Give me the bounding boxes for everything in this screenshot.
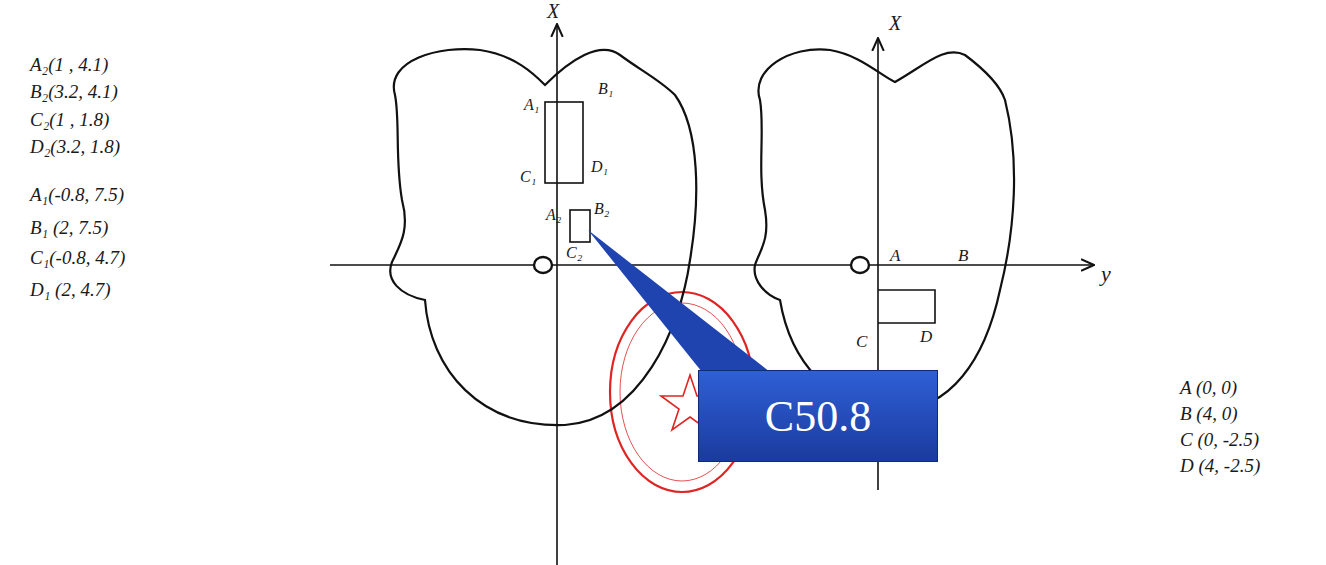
coordinate-note: B₁ (2, 7.5) <box>30 218 108 239</box>
coordinate-note: D₁ (2, 4.7) <box>30 280 110 301</box>
rectangle-abcd <box>878 290 935 323</box>
point-label: A₁ <box>524 96 539 114</box>
point-label: A <box>890 247 900 266</box>
coordinate-note: B₂(3.2, 4.1) <box>30 82 118 103</box>
rectangle-a2b2c2d2 <box>570 210 590 242</box>
point-label: C₁ <box>520 168 536 186</box>
point-label: A₂ <box>546 206 561 224</box>
axis-label: X <box>547 0 559 22</box>
coordinate-note: A₂(1 , 4.1) <box>30 55 108 76</box>
coordinate-note: A (0, 0) <box>1180 378 1237 399</box>
coordinate-note: C (0, -2.5) <box>1180 430 1259 451</box>
point-label: D <box>920 328 932 347</box>
callout-box: C50.8 <box>698 370 938 462</box>
left-part-outline <box>390 49 696 425</box>
right-part-outline <box>755 49 1014 410</box>
coordinate-note: A₁(-0.8, 7.5) <box>30 185 124 206</box>
rectangle-a1b1c1d1 <box>545 102 583 183</box>
point-label: C₂ <box>566 244 582 262</box>
coordinate-note: D₂(3.2, 1.8) <box>30 137 120 158</box>
coordinate-note: D (4, -2.5) <box>1180 456 1260 477</box>
point-label: B₂ <box>594 200 609 218</box>
y-axis <box>330 264 1094 266</box>
x-axis-left <box>556 24 558 565</box>
point-label: D₁ <box>591 158 608 176</box>
point-label: B <box>958 247 968 266</box>
coordinate-note: B (4, 0) <box>1180 404 1238 425</box>
point-label: B₁ <box>598 80 613 98</box>
axis-label: X <box>889 12 901 34</box>
coordinate-note: C₂(1 , 1.8) <box>30 110 109 131</box>
hole-circle <box>534 257 552 273</box>
callout-number: C50.8 <box>765 391 871 442</box>
callout-pointer <box>588 230 770 372</box>
axis-label: y <box>1101 262 1111 286</box>
point-label: C <box>856 333 867 352</box>
coordinate-note: C₁(-0.8, 4.7) <box>30 248 125 269</box>
hole-circle <box>851 257 869 273</box>
